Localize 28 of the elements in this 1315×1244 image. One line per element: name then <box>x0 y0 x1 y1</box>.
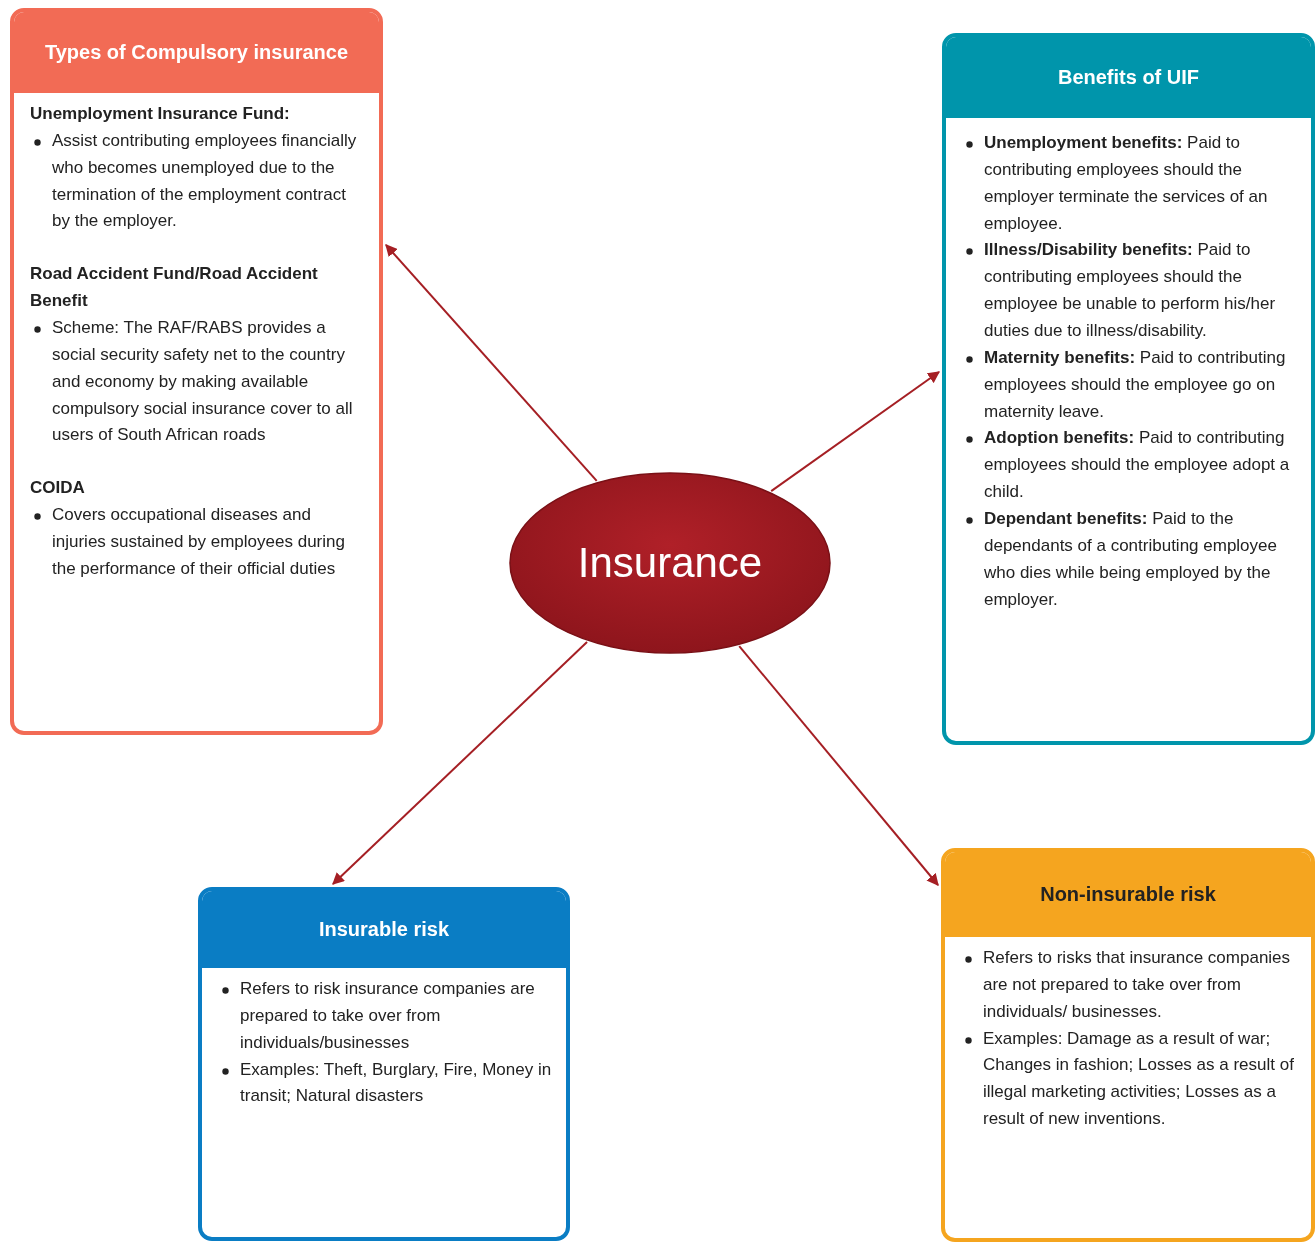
card-title: Types of Compulsory insurance <box>14 12 379 93</box>
bullet-text: Refers to risk insurance companies are prepared to take over from individuals/businesses <box>240 978 536 1054</box>
center-label: Insurance <box>577 539 763 587</box>
info-card <box>198 887 570 1241</box>
bullet-text: Adoption benefits: Paid to contributing employees should the employee adopt a child. <box>984 427 1291 504</box>
bullet-text: Assist contributing employees financially who becomes unemployed due to the termination of the employment contract by the employer. <box>52 129 358 233</box>
bullet-text: Illness/Disability benefits: Paid to contributing employees should the employee be unable to perform his/her duties due to illness/disability. <box>984 239 1277 342</box>
card-title: Insurable risk <box>202 891 566 968</box>
card-title: Non-insurable risk <box>945 852 1311 937</box>
arrow <box>738 645 939 886</box>
bullet-text: Covers occupational diseases and injuries sustained by employees during the performance of their official duties <box>52 504 346 580</box>
arrow <box>385 244 598 482</box>
info-card <box>942 33 1315 745</box>
info-card <box>10 8 383 735</box>
bullet-text: Scheme: The RAF/RABS provides a social security safety net to the country and economy by making available compulsory social insurance cover to all users of South African roads <box>52 317 354 447</box>
section-heading: Unemployment Insurance Fund: <box>30 103 291 125</box>
card-title: Benefits of UIF <box>946 37 1311 118</box>
bullet-text: Examples: Theft, Burglary, Fire, Money in transit; Natural disasters <box>240 1058 552 1108</box>
section-heading: COIDA <box>30 477 86 500</box>
bullet-text: Dependant benefits: Paid to the dependants of a contributing employee who dies while being employed by the employer. <box>984 508 1278 611</box>
section-heading: Road Accident Fund/Road Accident Benefit <box>30 263 319 313</box>
info-card <box>941 848 1315 1242</box>
bullet-text: Examples: Damage as a result of war; Changes in fashion; Losses as a result of illegal marketing activities; Losses as a result of new inventions. <box>983 1027 1295 1131</box>
arrow <box>770 371 940 493</box>
bullet-text: Unemployment benefits: Paid to contributing employees should the employer terminate the services of an employee. <box>984 132 1269 235</box>
bullet-text: Refers to risks that insurance companies are not prepared to take over from individuals/ businesses. <box>983 947 1292 1023</box>
arrow <box>332 641 589 885</box>
bullet-text: Maternity benefits: Paid to contributing employees should the employee go on maternity leave. <box>984 346 1287 423</box>
